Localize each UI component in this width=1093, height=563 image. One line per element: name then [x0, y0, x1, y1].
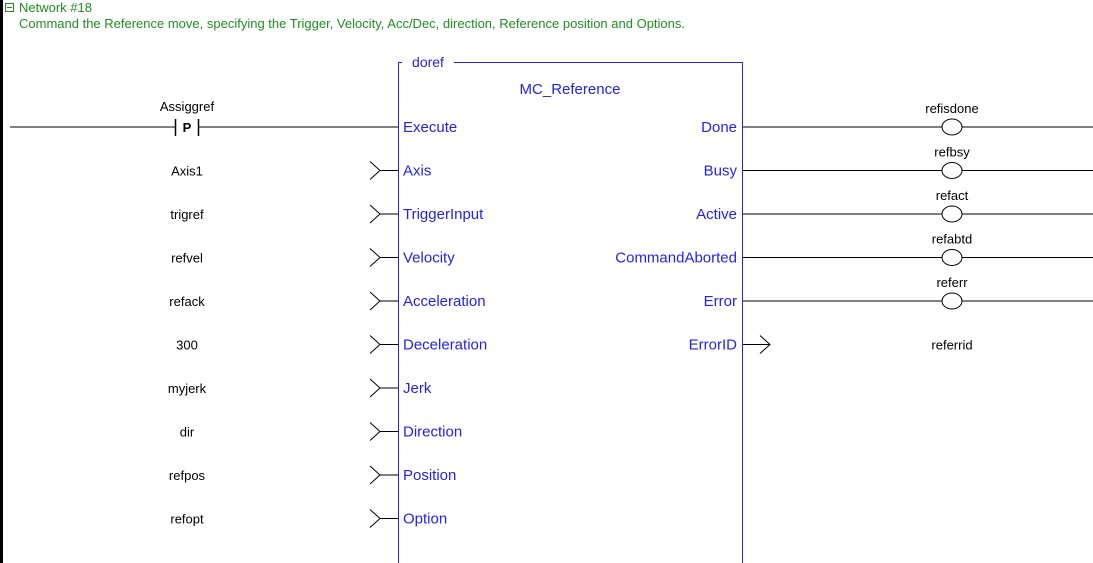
- coil-icon[interactable]: [941, 249, 963, 266]
- output-arrow-icon: [759, 335, 771, 354]
- input-row-triggerinput: TriggerInput trigref: [170, 204, 484, 224]
- input-pin-velocity[interactable]: Velocity: [403, 250, 455, 267]
- network-title: Network #18: [19, 0, 92, 15]
- input-variable[interactable]: dir: [180, 425, 195, 440]
- function-block[interactable]: [398, 62, 743, 563]
- input-variable[interactable]: refack: [169, 294, 205, 309]
- input-row-acceleration: Acceleration refack: [169, 291, 486, 311]
- coil-icon[interactable]: [941, 292, 963, 310]
- input-pin-axis[interactable]: Axis: [403, 163, 431, 180]
- output-pin-error[interactable]: Error: [704, 293, 737, 310]
- contact-p[interactable]: P: [10, 119, 398, 136]
- coil-icon[interactable]: [941, 162, 963, 179]
- input-row-velocity: Velocity refvel: [171, 248, 455, 267]
- network-comment: Command the Reference move, specifying t…: [19, 16, 685, 31]
- input-variable[interactable]: 300: [176, 338, 198, 353]
- input-variable[interactable]: refopt: [170, 512, 204, 527]
- input-row-axis: Axis Axis1: [171, 161, 431, 180]
- output-row-commandaborted: CommandAborted refabtd: [615, 232, 1093, 267]
- block-instance-name: doref: [412, 54, 444, 70]
- input-arrow-icon: [369, 509, 381, 528]
- output-variable[interactable]: refabtd: [932, 232, 972, 247]
- input-pin-option[interactable]: Option: [403, 511, 447, 528]
- input-pin-jerk[interactable]: Jerk: [403, 380, 432, 397]
- input-arrow-icon: [369, 422, 381, 441]
- input-arrow-icon: [369, 465, 381, 485]
- input-row-execute: Execute: [403, 119, 457, 136]
- output-variable[interactable]: refisdone: [925, 101, 978, 116]
- output-pin-commandaborted[interactable]: CommandAborted: [615, 250, 737, 267]
- input-variable[interactable]: refpos: [169, 468, 206, 483]
- input-pin-direction[interactable]: Direction: [403, 424, 462, 441]
- input-variable[interactable]: myjerk: [168, 381, 207, 396]
- instance-name-gap: [402, 54, 454, 70]
- input-row-position: Position refpos: [169, 465, 456, 485]
- output-pin-done[interactable]: Done: [701, 119, 737, 136]
- output-pin-errorid[interactable]: ErrorID: [689, 337, 738, 354]
- input-variable[interactable]: refvel: [171, 251, 203, 266]
- output-variable[interactable]: referr: [936, 275, 968, 290]
- input-arrow-icon: [369, 291, 381, 311]
- coil-icon[interactable]: [941, 205, 963, 223]
- input-row-jerk: Jerk myjerk: [168, 378, 432, 398]
- output-variable[interactable]: refbsy: [934, 145, 970, 160]
- input-pin-position[interactable]: Position: [403, 467, 456, 484]
- input-variable[interactable]: trigref: [170, 207, 204, 222]
- input-pin-deceleration[interactable]: Deceleration: [403, 337, 487, 354]
- input-pin-acceleration[interactable]: Acceleration: [403, 293, 486, 310]
- output-variable[interactable]: referrid: [931, 338, 972, 353]
- output-pin-busy[interactable]: Busy: [704, 163, 738, 180]
- output-variable[interactable]: refact: [936, 188, 969, 203]
- input-arrow-icon: [369, 248, 381, 267]
- input-arrow-icon: [369, 204, 381, 224]
- input-pin-execute[interactable]: Execute: [403, 119, 457, 136]
- input-arrow-icon: [369, 378, 381, 398]
- coil-icon[interactable]: [941, 118, 963, 136]
- input-arrow-icon: [369, 161, 381, 180]
- contact-symbol: P: [183, 120, 192, 135]
- output-row-errorid: ErrorID referrid: [689, 335, 973, 354]
- output-row-error: Error referr: [704, 275, 1093, 310]
- input-row-direction: Direction dir: [180, 422, 462, 441]
- input-variable[interactable]: Axis1: [171, 164, 203, 179]
- input-pin-triggerinput[interactable]: TriggerInput: [403, 206, 484, 223]
- collapse-network-icon[interactable]: [5, 3, 14, 12]
- output-pin-active[interactable]: Active: [696, 206, 737, 223]
- output-row-done: Done refisdone: [701, 101, 1093, 136]
- input-row-deceleration: Deceleration 300: [176, 335, 487, 354]
- input-arrow-icon: [369, 335, 381, 354]
- output-row-busy: Busy refbsy: [704, 145, 1093, 180]
- contact-variable: Assiggref: [160, 99, 215, 114]
- output-row-active: Active refact: [696, 188, 1093, 223]
- input-row-option: Option refopt: [170, 509, 447, 528]
- block-type-name: MC_Reference: [520, 81, 621, 98]
- left-power-rail: [0, 0, 3, 563]
